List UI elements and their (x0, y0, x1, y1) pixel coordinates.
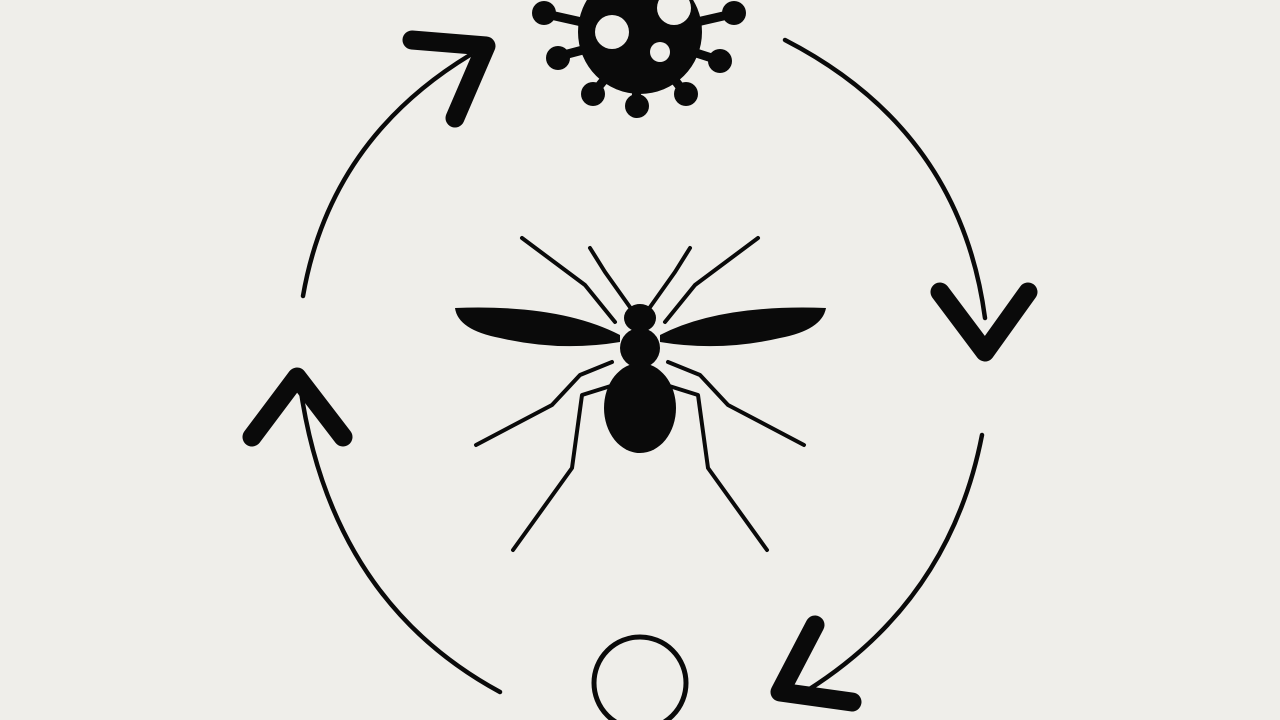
arc-top-right (782, 37, 988, 321)
cycle-arrowheads (242, 30, 1038, 712)
arrowhead-right-icon (930, 282, 1038, 362)
arrowhead-top-left-icon (402, 30, 496, 128)
arrowhead-bottom-right-icon (770, 615, 862, 712)
mosquito-icon (455, 236, 826, 552)
arc-top-left (300, 52, 473, 299)
virus-icon (532, 0, 746, 118)
right-wing (660, 307, 826, 347)
cycle-arcs (297, 37, 988, 695)
left-wing (455, 307, 620, 347)
circle-icon (591, 634, 689, 720)
arc-bottom-left (297, 382, 503, 695)
arc-bottom-right (805, 432, 985, 693)
arrowhead-left-icon (242, 367, 353, 447)
